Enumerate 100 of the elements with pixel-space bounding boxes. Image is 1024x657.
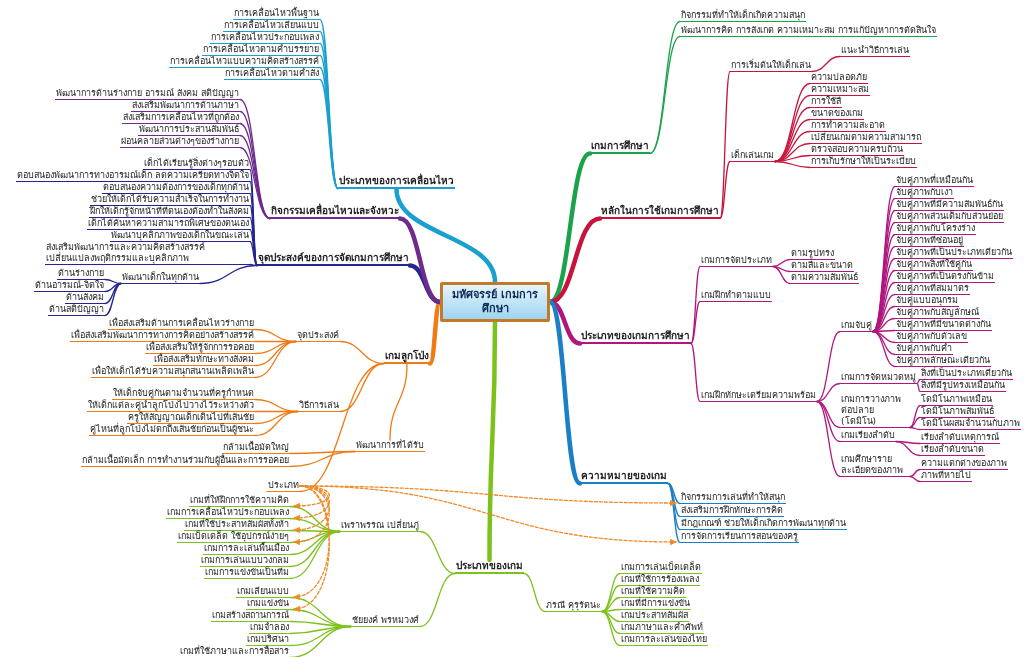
subtopic-text: จับคู่ภาพกับสัญลักษณ์ <box>895 307 980 319</box>
subtopic-text: จับคู่ภาพที่มีความสัมพันธ์กัน <box>895 199 1004 211</box>
subtopic-text: จับคู่ภาพสิ่งที่ใช้คู่กัน <box>895 259 973 271</box>
subtopic-text: เกมสร้างสถานการณ์ <box>211 610 290 622</box>
subtopic-text: ให้เด็กแต่ละคู่นำลูกโป่งไปวางไว้ระหว่างตัว <box>87 400 255 412</box>
subtopic-text: โดมิโนผสมจำนวนกับภาพ <box>920 418 1021 430</box>
branch-line <box>909 426 921 431</box>
branch-line <box>872 317 896 333</box>
subtopic-text: เกมภาษาและคำศัพท์ <box>620 622 704 634</box>
subtopic-text: เรียงลำดับขนาด <box>920 444 985 456</box>
subtopic-text: เพื่อส่งเสริมทักษะทางสังคม <box>153 354 255 366</box>
subtopic-text: จับคู่ภาพส่วนเต็มกับส่วนย่อย <box>895 211 1004 223</box>
branch-line <box>299 362 385 493</box>
subtopic-text: จับคู่ภาพกับตัวเลข <box>895 331 968 343</box>
branch-line <box>601 610 621 635</box>
subtopic-text: โดมิโนภาพเหมือน <box>920 394 993 406</box>
subtopic-text: เพื่อส่งเสริมให้รู้จักการรอคอย <box>145 342 255 354</box>
subtopic-text: การเริ่มต้นให้เด็กเล่น <box>730 60 812 72</box>
subtopic-text: กิจกรรมที่ทำให้เด็กเกิดความสนุก <box>680 10 806 22</box>
subtopic-text: เกมที่มีการแข่งขัน <box>620 598 691 610</box>
branch-line <box>719 160 731 220</box>
subtopic-text: เกมเลียนแบบ <box>236 586 290 598</box>
subtopic-text: ด้านอารมณ์-จิตใจ <box>33 280 105 292</box>
branch-line <box>909 416 921 429</box>
subtopic-text: ฝึกให้เด็กรู้จักหน้าที่ที่ตนเองต้องทำในสังคม <box>89 206 250 218</box>
subtopic-text: เด็กเล่นเกม <box>730 150 775 162</box>
branch-line <box>872 269 896 333</box>
branch-line <box>419 530 456 575</box>
subtopic-text: พัฒนาบุคลิกภาพของเด็กในขณะเล่น <box>110 230 250 242</box>
subtopic-text: การจัดการเรียนการสอนของครู <box>680 531 799 543</box>
branch-topic: ประเภทของการเคลื่อนไหว <box>338 175 455 189</box>
subtopic-text: เกมการเคลื่อนไหวประกอบเพลง <box>166 507 290 519</box>
subtopic-text: การเคลื่อนไหวประกอบเพลง <box>210 32 320 44</box>
subtopic-text: เกมการเล่นเบ็ดเตล็ด <box>620 562 702 574</box>
branch-line <box>772 265 791 285</box>
branch-topic: กิจกรรมเคลื่อนไหวและจังหวะ <box>270 205 400 219</box>
branch-line <box>872 330 896 368</box>
branch-line <box>199 264 258 285</box>
subtopic-text: ตอบสนองพัฒนาการทางอารมณ์เด็ก ลดความเครียดทางจิตใจ <box>16 170 250 182</box>
subtopic-text: เพราพรรณ เปลี่ยนภู่ <box>340 520 420 532</box>
subtopic-text: ให้เด็กจับคู่กันตามจำนวนที่ครูกำหนด <box>112 388 255 400</box>
subtopic-text: จับคู่ภาพที่มีขนาดต่างกัน <box>895 319 992 331</box>
subtopic-text: ตรวจสอบความครบถ้วน <box>810 144 904 156</box>
subtopic-text: การเคลื่อนไหวตามคำบรรยาย <box>202 44 320 56</box>
branch-line <box>601 584 621 613</box>
subtopic-text: เกมจับคู่ <box>840 320 873 332</box>
branch-line <box>774 160 811 169</box>
subtopic-text: พัฒนาการประสานสัมพันธ์ <box>138 124 240 136</box>
subtopic-text: พัฒนาเด็กในทุกด้าน <box>121 272 200 284</box>
subtopic-text: ตามความสัมพันธ์ <box>790 272 859 284</box>
subtopic-text: ตอบสนองความต้องการของเด็กทุกด้าน <box>102 182 250 194</box>
subtopic-text: จับคู่ภาพที่เหมือนกัน <box>895 175 974 187</box>
branch-topic: หลักในการใช้เกมการศึกษา <box>600 205 720 219</box>
subtopic-text: ช่วยให้เด็กได้รับความสำเร็จในการทำงาน <box>90 194 250 206</box>
subtopic-text: เปลี่ยนเกมตามความสามารถ <box>810 132 922 144</box>
subtopic-text: การใช้สี <box>810 96 842 108</box>
subtopic-text: จับคู่ภาพลักษณะเดียวกัน <box>895 355 991 367</box>
subtopic-text: จับคู่ภาพกับคำ <box>895 343 953 355</box>
subtopic-text: ส่งเสริมพัฒนาการด้านภาษา <box>131 100 240 112</box>
subtopic-text: การเคลื่อนไหวตามคำสั่ง <box>224 68 320 80</box>
branch-line <box>601 610 621 647</box>
branch-topic: ประเภทของเกม <box>455 560 524 574</box>
subtopic-text: วิธีการเล่น <box>298 400 340 412</box>
dashed-arrow <box>293 485 330 533</box>
subtopic-text: เพื่อส่งเสริมด้านการเคลื่อนไหวร่างกาย <box>108 318 255 330</box>
branch-line <box>816 400 841 429</box>
subtopic-text: เรียงลำดับเหตุการณ์ <box>920 432 1000 444</box>
subtopic-text: ส่งเสริมการเคลื่อนไหวที่ถูกต้อง <box>122 112 240 124</box>
subtopic-text: เกมที่ใช้การร้องเพลง <box>620 574 700 586</box>
subtopic-text: จุดประสงค์ <box>296 330 340 342</box>
subtopic-text: จับคู่ภาพที่เป็นประเภทเดียวกัน <box>895 247 1013 259</box>
subtopic-text: พัฒนาการที่ได้รับ <box>355 440 425 452</box>
branch-line <box>667 482 681 505</box>
subtopic-text: การเก็บรักษาให้เป็นระเบียบ <box>810 156 917 168</box>
branch-line <box>774 118 811 163</box>
subtopic-text: เกมการละเล่นของไทย <box>620 634 708 646</box>
branch-line <box>916 382 921 393</box>
subtopic-text: เกมที่ให้ฝึกการใช้ความคิด <box>189 495 290 507</box>
branch-line <box>772 258 791 268</box>
subtopic-text: จับคู่แบบอนุกรม <box>895 295 959 307</box>
branch-line <box>872 281 896 333</box>
branch-line <box>667 482 681 531</box>
subtopic-text: เกมที่ใช้ความคิด <box>620 586 686 598</box>
subtopic-text: ตามรูปทรง <box>790 248 835 260</box>
subtopic-text: เกมการละเล่นพื้นเมือง <box>203 543 290 555</box>
subtopic-text: เกมฝึกทักษะเตรียมความพร้อม <box>700 390 817 402</box>
subtopic-text: เกมประสาทสัมผัส <box>620 610 689 622</box>
subtopic-text: มีกฎเกณฑ์ ช่วยให้เด็กเกิดการพัฒนาทุกด้าน <box>680 518 847 530</box>
dashed-arrow <box>293 485 330 545</box>
branch-line <box>667 482 681 544</box>
branch-line <box>909 468 921 478</box>
subtopic-text: ภรณี คุรุรัตนะ <box>545 600 602 612</box>
branch-line <box>104 282 122 293</box>
subtopic-text: เด็กได้ค้นหาความสามารถพิเศษของตนเอง <box>87 218 250 230</box>
subtopic-text: ครูให้สัญญาณเด็กเดินไปที่เส้นชัย <box>127 412 255 424</box>
branch-line <box>719 70 731 220</box>
subtopic-text: พัฒนาการคิด การสังเกต ความเหมาะสม การแก้ปัญหาการตัดสินใจ <box>680 25 937 37</box>
subtopic-text: แนะนำวิธีการเล่น <box>840 45 910 57</box>
subtopic-text: เด็กได้เรียนรู้สิ่งต่างๆรอบตัว <box>143 158 250 170</box>
subtopic-text: ตามสีและขนาด <box>790 260 854 272</box>
